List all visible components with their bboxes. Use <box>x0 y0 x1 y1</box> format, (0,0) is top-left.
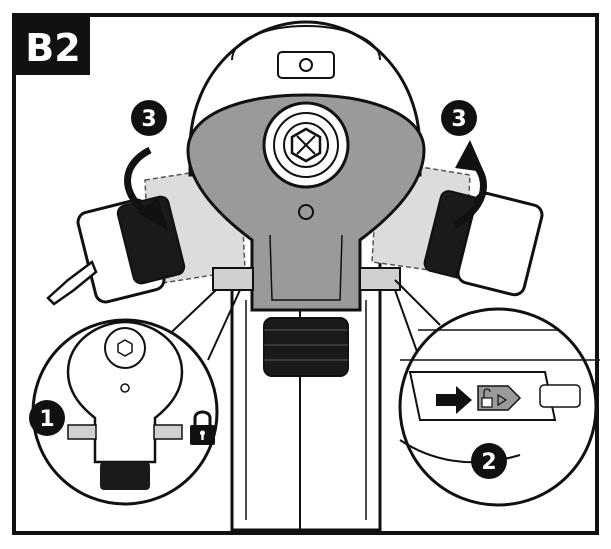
padlock-open-arrow-icon <box>481 388 508 408</box>
release-tab-right <box>359 267 401 291</box>
bottom-collar <box>263 317 349 377</box>
figure-tag-label: B2 <box>25 26 80 70</box>
rotating-attachment-left <box>46 164 246 306</box>
hex-chuck <box>262 101 350 189</box>
padlock-closed-icon <box>190 410 215 445</box>
step-badge-3-right: 3 <box>441 100 477 136</box>
svg-text:2: 2 <box>481 450 496 475</box>
figure-tag: B2 <box>16 17 90 75</box>
curved-arrow-down-icon <box>124 146 168 230</box>
adapter-head <box>186 93 426 312</box>
push-arrow-icon <box>436 386 472 414</box>
curved-arrow-up-icon <box>453 140 487 229</box>
head-screw <box>298 204 314 220</box>
svg-text:3: 3 <box>141 107 156 132</box>
screwdriver-bit <box>46 260 98 306</box>
step-badge-2: 2 <box>471 443 507 479</box>
detail-release-view <box>394 279 600 507</box>
svg-text:3: 3 <box>451 107 466 132</box>
knurled-collar-right <box>456 191 544 297</box>
svg-text:1: 1 <box>39 407 54 432</box>
detail-locked-view <box>31 289 241 506</box>
step-badge-3-left: 3 <box>131 100 167 136</box>
step-badge-1: 1 <box>29 400 65 436</box>
release-tab-left <box>212 267 254 291</box>
tool-illustration <box>46 20 544 532</box>
